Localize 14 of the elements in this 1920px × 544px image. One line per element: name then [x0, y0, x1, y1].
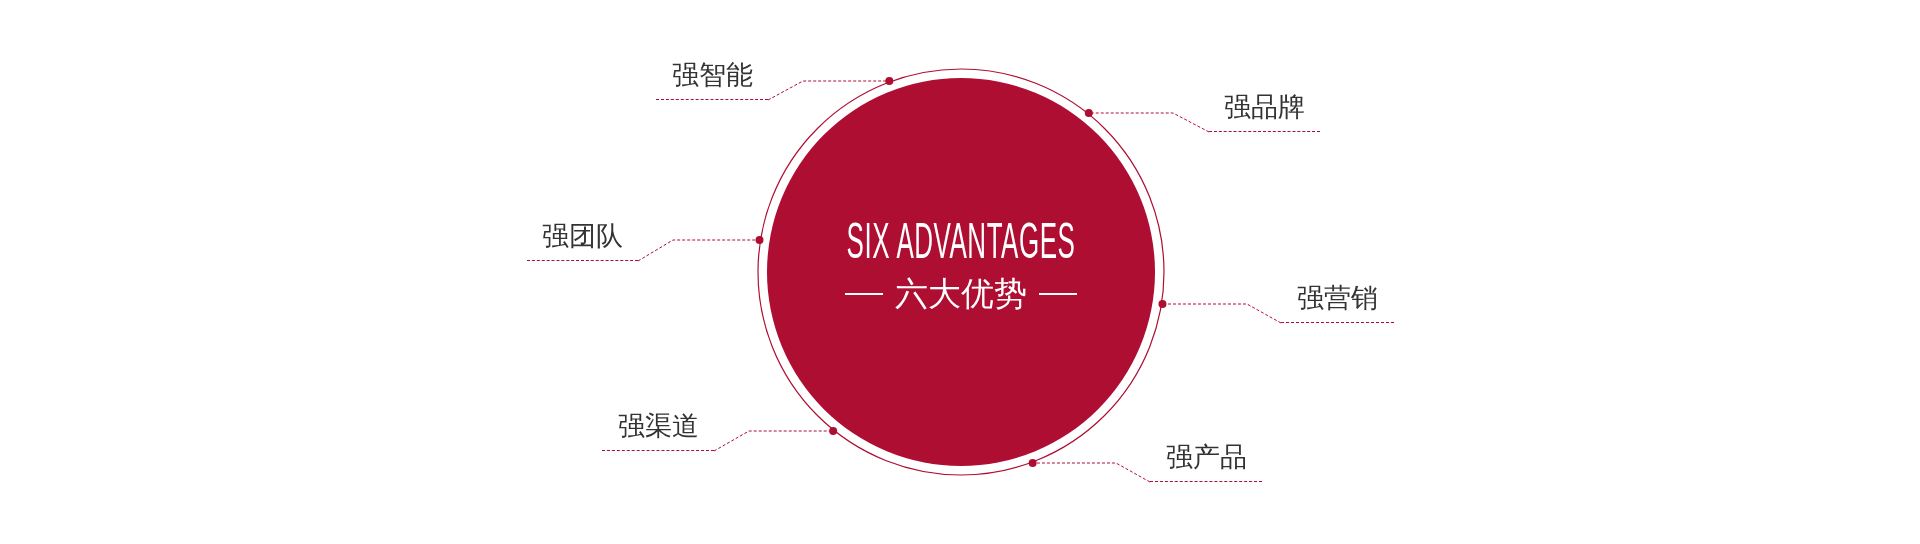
leader-line	[1158, 300, 1282, 324]
advantage-label: 强品牌	[1224, 92, 1305, 122]
advantage-label: 强智能	[671, 60, 753, 90]
circle-title: SIX ADVANTAGES	[846, 216, 1076, 266]
leader-line	[637, 236, 764, 262]
leader-line	[1028, 459, 1151, 483]
advantage-label: 强产品	[1165, 442, 1247, 472]
leader-line	[713, 427, 838, 452]
leader-line	[1084, 109, 1210, 133]
advantage-label: 强渠道	[617, 411, 699, 441]
leader-line	[767, 77, 894, 101]
circle-subtitle: 六大优势	[895, 274, 1027, 314]
advantage-label: 强营销	[1297, 283, 1378, 313]
advantage-label: 强团队	[542, 221, 623, 251]
